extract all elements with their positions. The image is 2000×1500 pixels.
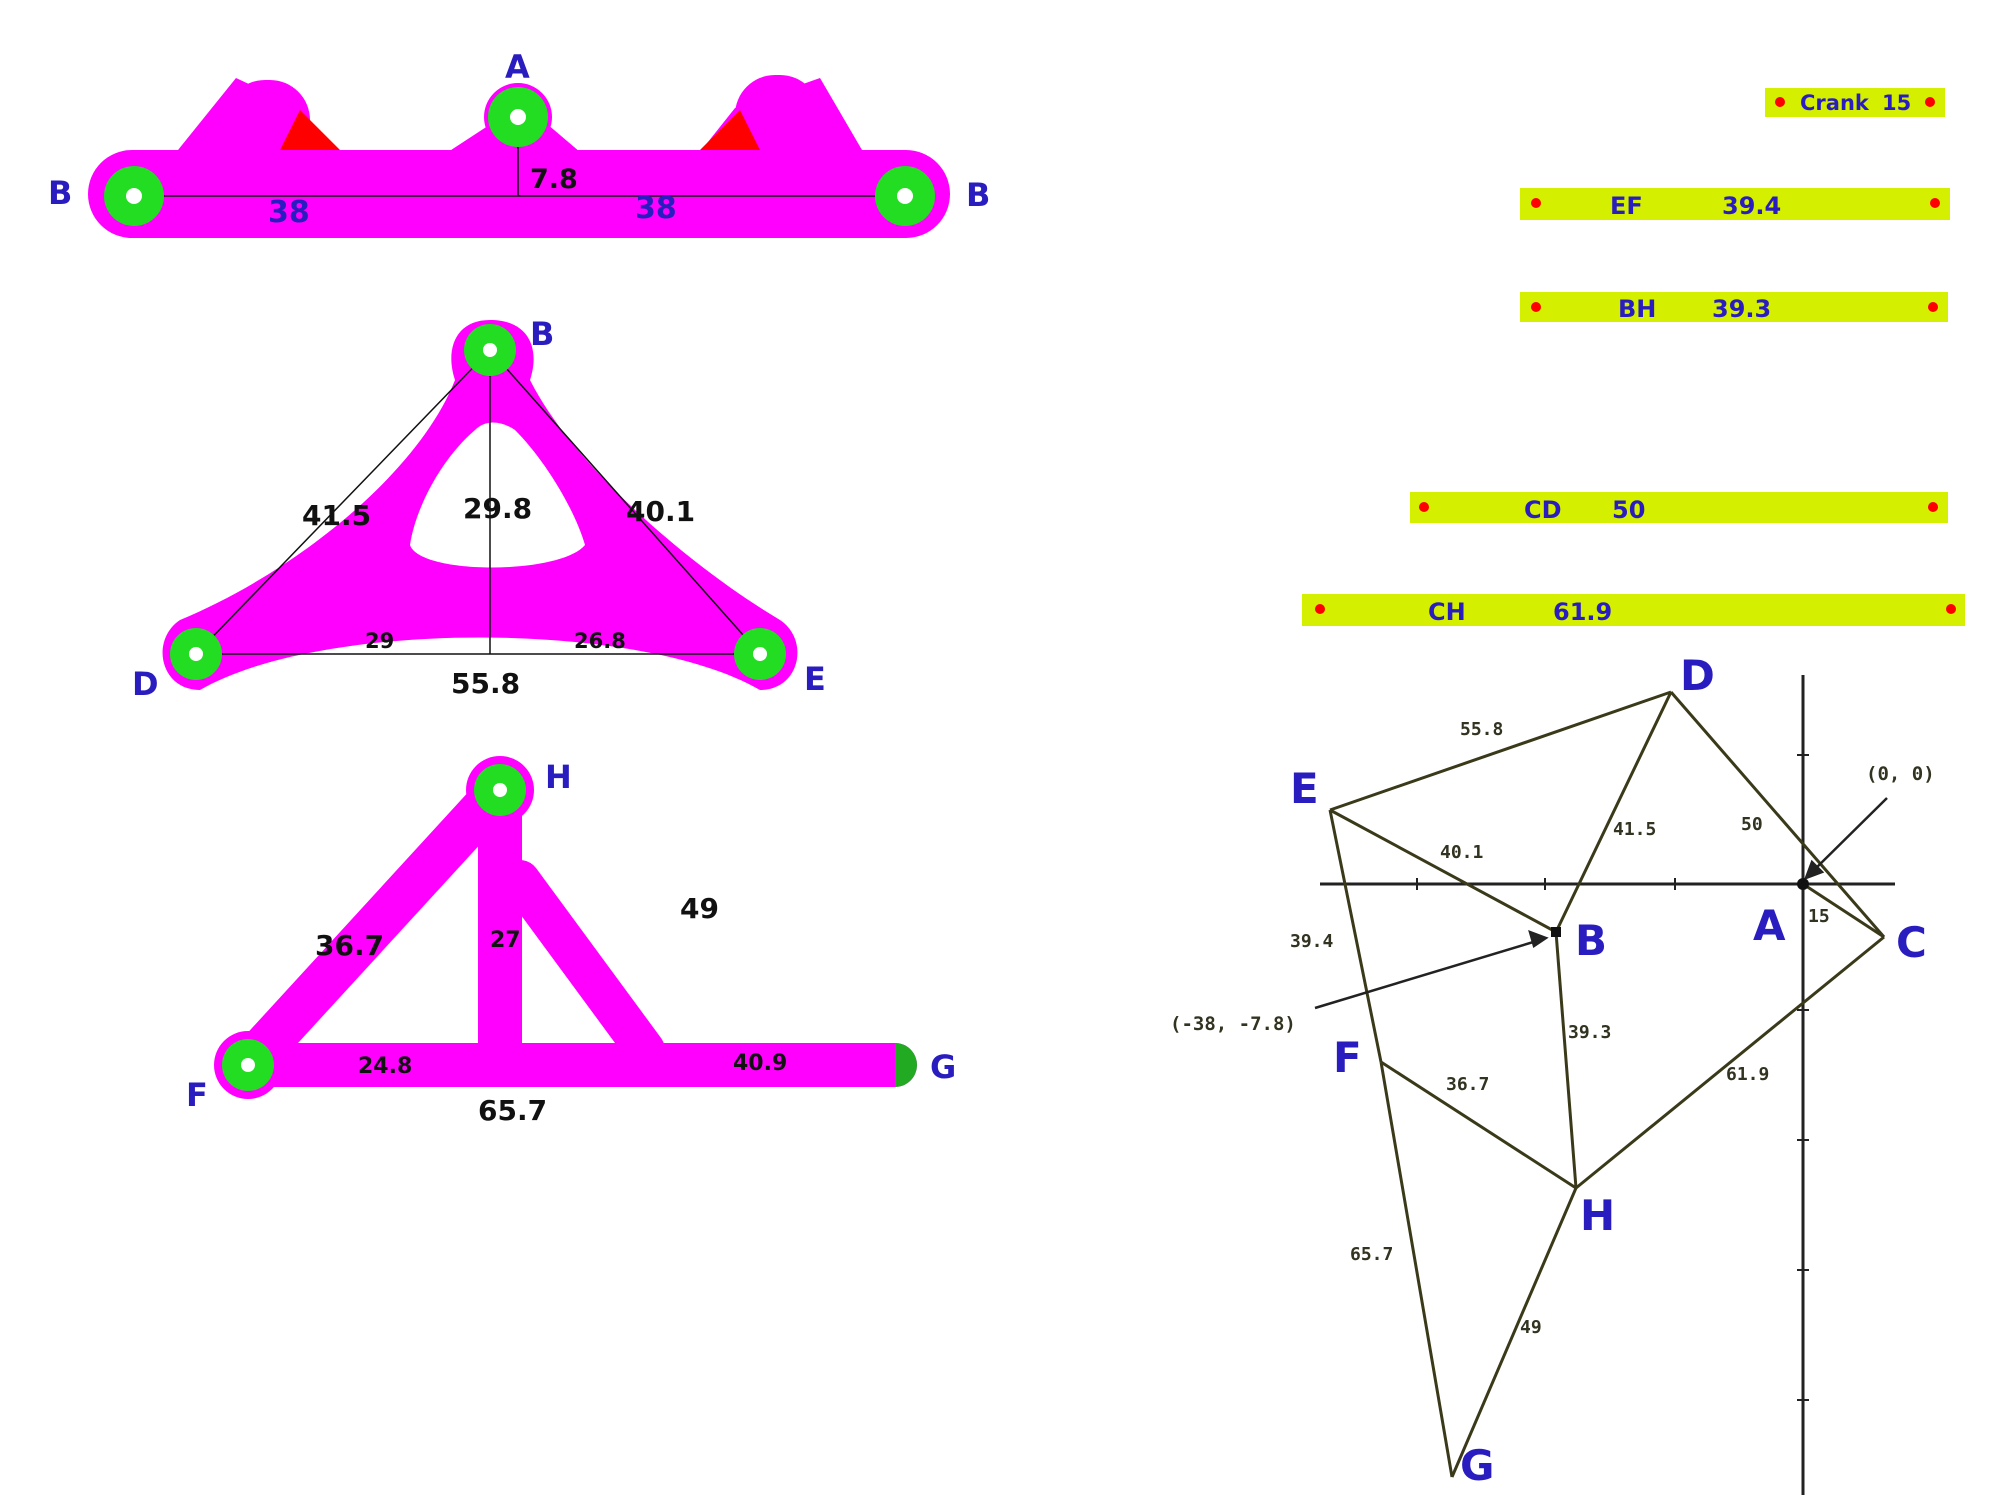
drawing-label-f: F <box>1333 1033 1362 1082</box>
crank-label-b-right: B <box>966 176 990 214</box>
drawing-label-e: E <box>1290 764 1319 813</box>
joint-b-triangle <box>464 324 516 376</box>
triangle-dim-foot-e: 26.8 <box>574 629 626 653</box>
triangle-label-d: D <box>132 665 159 703</box>
length-bars: Crank 15 EF 39.4 BH 39.3 CD 50 <box>1302 88 1965 626</box>
drawing-dim-ch: 61.9 <box>1726 1064 1769 1085</box>
joint-d <box>170 628 222 680</box>
bar-ef-value: 39.4 <box>1722 192 1781 220</box>
leg-label-g: G <box>930 1048 956 1086</box>
triangle-dim-be: 40.1 <box>626 495 695 528</box>
triangle-link: B D E 41.5 40.1 29.8 29 26.8 55.8 <box>132 315 826 703</box>
leg-dim-hf: 36.7 <box>315 929 384 962</box>
joint-b-left <box>104 166 164 226</box>
bar-ef-label: EF <box>1610 192 1643 220</box>
bar-ch: CH 61.9 <box>1302 594 1965 626</box>
leg-label-f: F <box>186 1076 208 1114</box>
triangle-dim-de: 55.8 <box>451 667 520 700</box>
drawing-dim-hg: 49 <box>1520 1317 1542 1338</box>
crank-wedges <box>280 110 760 150</box>
leg-dim-f-foot: 24.8 <box>358 1054 412 1079</box>
drawing-dim-bd: 41.5 <box>1613 819 1656 840</box>
drawing-b-coord-label: (-38, -7.8) <box>1170 1013 1296 1035</box>
drawing-pointer-arrows <box>1314 797 1888 1010</box>
bar-crank: Crank 15 <box>1765 88 1945 117</box>
leg-link-body <box>226 768 917 1087</box>
linkage-drawing: A B C D E F G H 55.8 40.1 41.5 50 15 39.… <box>1170 651 1935 1495</box>
drawing-label-b: B <box>1575 916 1607 965</box>
drawing-label-d: D <box>1680 651 1715 700</box>
drawing-dim-ac: 15 <box>1808 906 1830 927</box>
joint-f <box>222 1039 274 1091</box>
crank-link: A B B 7.8 38 38 <box>48 48 990 238</box>
leg-dim-foot-g: 40.9 <box>733 1051 787 1076</box>
leg-dim-hg: 49 <box>680 892 719 925</box>
drawing-label-h: H <box>1580 1191 1615 1240</box>
drawing-label-g: G <box>1460 1441 1494 1490</box>
drawing-dim-fh: 36.7 <box>1446 1074 1489 1095</box>
drawing-dim-ed: 55.8 <box>1460 719 1503 740</box>
leg-dim-fg: 65.7 <box>478 1094 547 1127</box>
bar-ch-value: 61.9 <box>1553 598 1612 626</box>
drawing-point-a-dot <box>1797 878 1809 890</box>
leg-label-h: H <box>545 758 572 796</box>
joint-h <box>474 764 526 816</box>
bar-cd-value: 50 <box>1612 496 1645 524</box>
joint-b-right <box>875 166 935 226</box>
drawing-dim-cd: 50 <box>1741 814 1763 835</box>
triangle-link-body <box>162 320 798 690</box>
bar-bh: BH 39.3 <box>1520 292 1948 323</box>
drawing-point-b-dot <box>1551 927 1561 937</box>
bar-ef: EF 39.4 <box>1520 188 1950 220</box>
triangle-label-e: E <box>804 660 826 698</box>
bar-ch-label: CH <box>1428 598 1466 626</box>
triangle-dimension-lines <box>195 349 761 655</box>
drawing-dim-bh: 39.3 <box>1568 1022 1611 1043</box>
crank-label-b-left: B <box>48 174 72 212</box>
leg-link: H F G 36.7 27 49 24.8 40.9 65.7 <box>186 756 956 1127</box>
joint-g <box>895 1043 917 1087</box>
leg-dim-height: 27 <box>490 928 521 953</box>
bar-cd: CD 50 <box>1410 492 1948 524</box>
bar-bh-label: BH <box>1618 295 1656 323</box>
crank-dim-right: 38 <box>635 191 677 226</box>
drawing-links <box>1328 690 1886 1478</box>
triangle-label-b: B <box>530 315 554 353</box>
bar-cd-label: CD <box>1524 496 1562 524</box>
triangle-dim-height: 29.8 <box>463 492 532 525</box>
triangle-dim-bd: 41.5 <box>302 499 371 532</box>
drawing-dim-ef: 39.4 <box>1290 931 1334 952</box>
bar-crank-label: Crank <box>1800 91 1870 115</box>
crank-dim-height: 7.8 <box>530 164 578 195</box>
crank-label-a: A <box>505 48 530 86</box>
drawing-label-c: C <box>1896 918 1927 967</box>
joint-a <box>488 87 548 147</box>
drawing-axis-ticks <box>1416 754 1809 1401</box>
drawing-origin-label: (0, 0) <box>1866 763 1935 785</box>
drawing-axes <box>1320 675 1895 1495</box>
bar-bh-value: 39.3 <box>1712 295 1771 323</box>
drawing-joints <box>1551 878 1809 937</box>
bar-crank-value: 15 <box>1882 91 1911 115</box>
crank-dim-left: 38 <box>268 195 310 230</box>
triangle-dim-d-foot: 29 <box>365 629 394 653</box>
drawing-label-a: A <box>1753 901 1786 950</box>
drawing-dim-eb: 40.1 <box>1440 842 1483 863</box>
joint-e <box>734 628 786 680</box>
drawing-dim-fg: 65.7 <box>1350 1244 1393 1265</box>
